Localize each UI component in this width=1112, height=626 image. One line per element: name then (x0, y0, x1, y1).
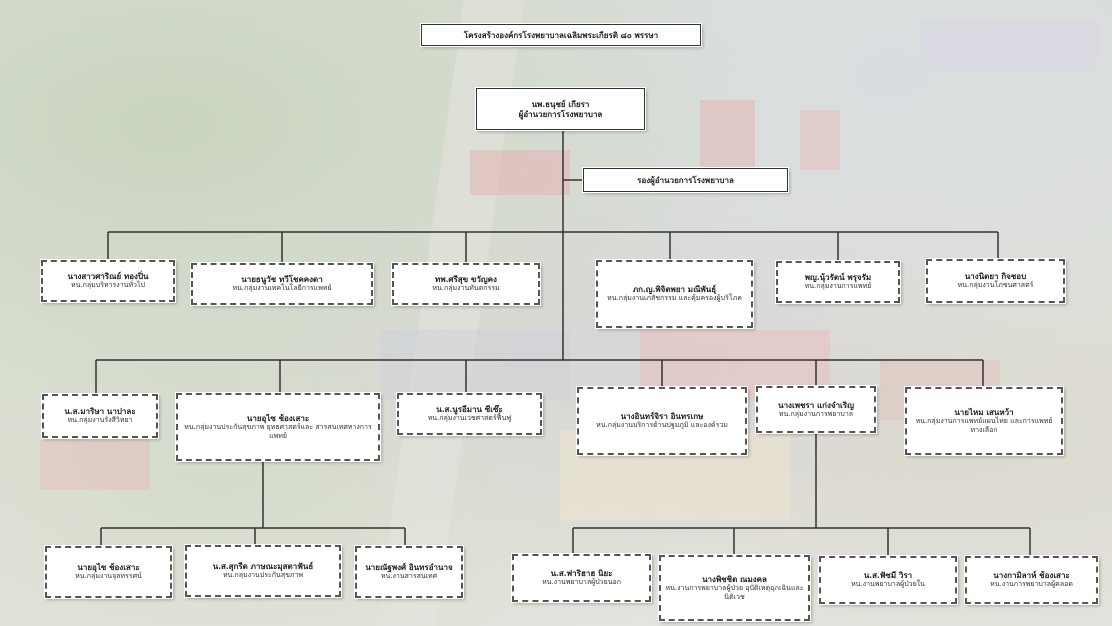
unit-box: นางเพชรา แก่งจำเริญ หน.กลุ่มงานการพยาบาล (756, 386, 876, 433)
unit-head-name: นายอุไซ ช้องเสาะ (246, 412, 310, 423)
unit-head-name: นางอินทร์จิรา อินทรเกษ (620, 411, 704, 422)
director-box: นพ.ธนุชย์ เกียรา ผู้อำนวยการโรงพยาบาล (476, 88, 645, 130)
unit-head-position: หน.กลุ่มงานการแพทย์ (804, 282, 872, 291)
unit-head-name: พญ.นุ้วรัตน์ พรุจรัม (804, 272, 872, 283)
bg-roof (700, 100, 755, 170)
unit-box: นายธนูวัช ทวีโชคคงดา หน.กลุ่มงานเทคโนโลย… (191, 263, 373, 305)
unit-head-name: น.ส.ฟาริฮาฮ นิยะ (550, 568, 613, 579)
unit-head-position: หน.กลุ่มงานบริการด้านปฐมภูมิ และองค์รวม (596, 421, 728, 430)
unit-box: น.ส.ฟาริฮาฮ นิยะ หน.งานพยาบาลผู้ป่วยนอก (512, 554, 651, 602)
chart-title-text: โครงสร้างองค์กรโรงพยาบาลเฉลิมพระเกียรติ … (463, 30, 659, 40)
unit-head-position: หน.งานพยาบาลผู้ป่วยนอก (542, 578, 621, 587)
unit-head-name: นางเพชรา แก่งจำเริญ (778, 399, 854, 410)
unit-head-name: นางสาวศาริณย์ ทองปิ่น (67, 271, 149, 282)
unit-box: นางพิชชิต ณมงคล หน.งานการพยาบาลผู้ป่วย อ… (659, 555, 810, 621)
unit-box: นางนิตยา กิจชอบ หน.กลุ่มงานโภชนศาสตร์ (926, 259, 1065, 303)
unit-head-name: ทพ.ศรีสุข ขวัญคง (435, 274, 497, 285)
unit-box: น.ส.นูรอีมาน ซีเซ๊ะ หน.กลุ่มงานเวชศาสตร์… (397, 393, 542, 435)
deputy-label: รองผู้อำนวยการโรงพยาบาล (637, 175, 734, 185)
unit-head-position: หน.งานพยาบาลผู้ป่วยใน (851, 580, 925, 589)
unit-head-name: นายไหม เสนหว้า (954, 406, 1014, 417)
bg-roof (470, 150, 570, 195)
unit-head-position: หน.กลุ่มงานโภชนศาสตร์ (957, 281, 1034, 290)
unit-box: นายอุไซ ช้องเสาะ หน.กลุ่มงานจุลทรรศน์ (45, 546, 172, 598)
unit-box: น.ส.ฟัซมี วิรา หน.งานพยาบาลผู้ป่วยใน (819, 556, 957, 604)
unit-box: นายณัฐพงศ์ อินทรอำนาจ หน.งานสารสนเทศ (355, 546, 463, 598)
unit-head-position: หน.กลุ่มงานเวชศาสตร์ฟื้นฟู (427, 414, 512, 423)
bg-roof (40, 440, 150, 490)
unit-box: น.ส.มาริษา นาปาละ หน.กลุ่มงานรังสีวิทยา (42, 394, 158, 438)
unit-head-position: หน.กลุ่มงานเภสัชกรรม และคุ้มครองผู้บริโภ… (607, 294, 742, 303)
unit-box: นายไหม เสนหว้า หน.กลุ่มงานการแพทย์แผนไทย… (905, 387, 1063, 455)
unit-head-position: หน.กลุ่มงานทันตกรรม (432, 284, 500, 293)
unit-head-name: นางพิชชิต ณมงคล (702, 573, 767, 584)
chart-title: โครงสร้างองค์กรโรงพยาบาลเฉลิมพระเกียรติ … (421, 24, 701, 46)
unit-box: นางสาวศาริณย์ ทองปิ่น หน.กลุ่มบริหารงานท… (41, 260, 175, 302)
unit-head-position: หน.กลุ่มงานการพยาบาล (778, 409, 854, 418)
director-position: ผู้อำนวยการโรงพยาบาล (518, 109, 603, 119)
unit-head-position: หน.กลุ่มงานการแพทย์แผนไทย และการแพทย์ทาง… (915, 416, 1053, 434)
unit-head-name: นางกามิลาห์ ช้องเสาะ (993, 570, 1070, 581)
bg-roof (380, 330, 570, 400)
unit-head-name: น.ส.นูรอีมาน ซีเซ๊ะ (436, 404, 503, 415)
unit-head-name: นายธนูวัช ทวีโชคคงดา (241, 274, 323, 285)
unit-head-name: นายอุไซ ช้องเสาะ (77, 562, 140, 573)
unit-box: ภก.ญ.พิจิตพยา มณีพันธุ์ หน.กลุ่มงานเภสัช… (596, 260, 753, 328)
bg-roof (800, 110, 840, 170)
unit-box: พญ.นุ้วรัตน์ พรุจรัม หน.กลุ่มงานการแพทย์ (776, 261, 900, 303)
unit-head-position: หน.งานสารสนเทศ (380, 572, 438, 581)
unit-head-position: หน.งานการพยาบาลผู้ป่วย อุบัติเหตุฉุกเฉิน… (665, 583, 804, 601)
director-name: นพ.ธนุชย์ เกียรา (531, 99, 590, 109)
bg-roof (920, 20, 1100, 70)
unit-box: นางกามิลาห์ ช้องเสาะ หน.งานการพยาบาลผู้ค… (965, 556, 1098, 604)
unit-head-name: น.ส.มาริษา นาปาละ (64, 406, 136, 417)
unit-head-name: นางนิตยา กิจชอบ (964, 271, 1027, 282)
unit-head-name: นายณัฐพงศ์ อินทรอำนาจ (365, 562, 453, 573)
deputy-box: รองผู้อำนวยการโรงพยาบาล (583, 168, 788, 192)
unit-box: ทพ.ศรีสุข ขวัญคง หน.กลุ่มงานทันตกรรม (392, 263, 540, 305)
unit-head-position: หน.กลุ่มงานประกันสุขภาพ ยุทธศาสตร์และ สา… (184, 422, 372, 440)
unit-box: น.ส.สุกรีด ภาษณะมุสตาฟันธ์ หน.กลุ่มงานปร… (185, 545, 341, 597)
unit-head-position: หน.กลุ่มงานรังสีวิทยา (67, 416, 133, 425)
unit-head-position: หน.กลุ่มงานจุลทรรศน์ (75, 572, 142, 581)
unit-head-position: หน.กลุ่มบริหารงานทั่วไป (71, 281, 145, 290)
unit-head-name: น.ส.สุกรีด ภาษณะมุสตาฟันธ์ (212, 561, 314, 572)
unit-head-position: หน.กลุ่มงานเทคโนโลยีการแพทย์ (232, 284, 332, 293)
unit-box: นางอินทร์จิรา อินทรเกษ หน.กลุ่มงานบริการ… (577, 387, 747, 455)
unit-head-position: หน.งานการพยาบาลผู้คลอด (990, 580, 1073, 589)
unit-head-name: ภก.ญ.พิจิตพยา มณีพันธุ์ (632, 284, 717, 295)
unit-head-name: น.ส.ฟัซมี วิรา (863, 570, 913, 581)
unit-head-position: หน.กลุ่มงานประกันสุขภาพ (222, 571, 304, 580)
unit-box: นายอุไซ ช้องเสาะ หน.กลุ่มงานประกันสุขภาพ… (176, 393, 380, 461)
